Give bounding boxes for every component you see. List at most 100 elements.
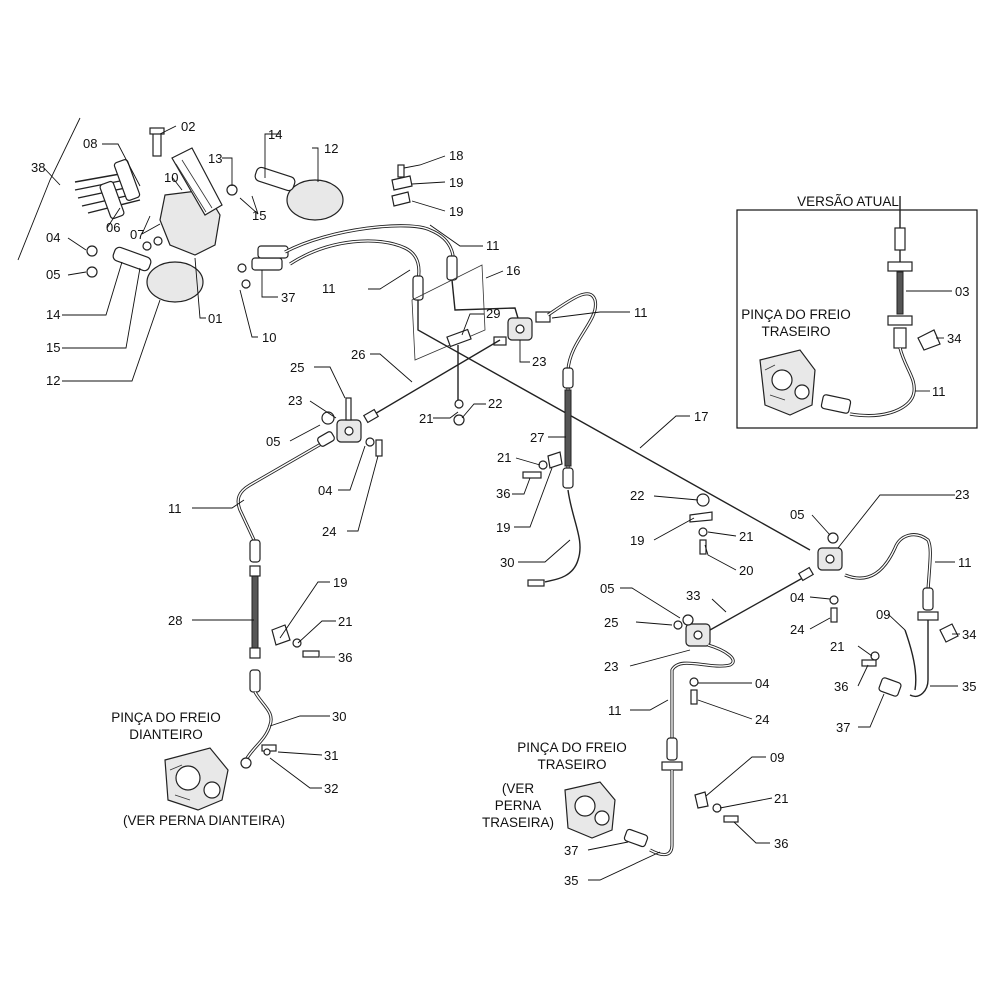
inset-current-version: VERSÃO ATUAL PINÇA DO FREIO TRASEIRO: [736, 194, 978, 429]
callout-23-rear: 23: [604, 659, 618, 674]
callout-09-rear: 09: [770, 750, 784, 765]
callout-21-far-right: 21: [830, 639, 844, 654]
callout-14-top: 14: [268, 127, 282, 142]
inset-rear-caliper-icon: [759, 349, 816, 416]
callout-19-b: 19: [449, 204, 463, 219]
callout-37-rear: 37: [564, 843, 578, 858]
callout-27: 27: [530, 430, 544, 445]
callout-30-center: 30: [500, 555, 514, 570]
callout-16: 16: [506, 263, 520, 278]
pipe-35-rear: [649, 770, 674, 857]
callout-11-rear: 11: [608, 703, 622, 718]
inset-hose-03: [896, 271, 904, 315]
callout-05-right: 05: [790, 507, 804, 522]
pipe-11-front-left: [236, 438, 329, 541]
inset-caliper-label-line2: TRASEIRO: [761, 324, 830, 339]
callout-21-mid: 21: [497, 450, 511, 465]
callout-19-front: 19: [333, 575, 347, 590]
callout-numbers: 02 08 38 13 14 12 10 06 07 04 05 14 15 1…: [31, 119, 976, 888]
callout-25-rear: 25: [604, 615, 618, 630]
callout-11-center: 11: [634, 305, 648, 320]
callout-08: 08: [83, 136, 97, 151]
rear-caliper-note-line3: TRASEIRA): [482, 815, 554, 830]
pipe-30-center: [544, 489, 581, 583]
callout-04-left: 04: [318, 483, 332, 498]
callout-11-inset: 11: [932, 384, 946, 399]
hose-connector-08: [113, 159, 141, 201]
callout-15-bottom: 15: [46, 340, 60, 355]
front-caliper-note: (VER PERNA DIANTEIRA): [123, 813, 285, 828]
callout-01: 01: [208, 311, 222, 326]
bolt-02: [152, 131, 162, 157]
callout-19-mid: 19: [496, 520, 510, 535]
callout-15-top: 15: [252, 208, 266, 223]
inset-caliper-label-line1: PINÇA DO FREIO: [741, 307, 851, 322]
callout-38: 38: [31, 160, 45, 175]
callout-24-right: 24: [790, 622, 804, 637]
callout-11-front: 11: [168, 501, 182, 516]
inset-title: VERSÃO ATUAL: [797, 194, 899, 209]
front-caliper-label-line2: DIANTEIRO: [129, 727, 203, 742]
pipe-33: [709, 574, 809, 631]
callout-32: 32: [324, 781, 338, 796]
callout-07: 07: [130, 227, 144, 242]
callout-34-inset: 34: [947, 331, 961, 346]
callout-36-mid: 36: [496, 486, 510, 501]
rear-caliper-note-line1: (VER: [502, 781, 535, 796]
callout-22-center: 22: [488, 396, 502, 411]
elbow-fitting-14-upper: [254, 166, 296, 192]
callout-22-right: 22: [630, 488, 644, 503]
callout-24-left: 24: [322, 524, 336, 539]
callout-30-front: 30: [332, 709, 346, 724]
rear-caliper-label-line1: PINÇA DO FREIO: [517, 740, 627, 755]
callout-21-center: 21: [419, 411, 433, 426]
callout-23-center: 23: [532, 354, 546, 369]
callout-28: 28: [168, 613, 182, 628]
fitting-37: [251, 257, 283, 271]
brake-lines: [236, 164, 959, 857]
hose-27: [564, 389, 572, 467]
pipe-17: [417, 300, 811, 551]
inset-frame: [736, 209, 978, 429]
rear-caliper-note-line2: PERNA: [495, 798, 542, 813]
inset-bracket-bottom: [887, 315, 913, 326]
callout-21-front: 21: [338, 614, 352, 629]
inset-fitting-bottom: [893, 327, 907, 349]
inset-end-fitting: [820, 394, 852, 414]
nut-05: [86, 266, 98, 278]
fluid-reservoir-12-lower: [146, 261, 204, 303]
callout-14-bottom: 14: [46, 307, 60, 322]
callout-19-right: 19: [630, 533, 644, 548]
callout-13: 13: [208, 151, 222, 166]
callout-36-rear: 36: [774, 836, 788, 851]
inset-clip-34: [917, 329, 941, 351]
callout-20: 20: [739, 563, 753, 578]
inset-fitting-top: [894, 227, 906, 251]
callout-10-bottom: 10: [262, 330, 276, 345]
bracket-38-line: [17, 117, 81, 261]
pipe-26: [367, 339, 501, 419]
pipe-35-right: [909, 620, 929, 697]
callout-11-right: 11: [958, 555, 972, 570]
callout-21-right: 21: [739, 529, 753, 544]
callout-18: 18: [449, 148, 463, 163]
front-caliper-icon: [164, 747, 229, 811]
callout-25-left: 25: [290, 360, 304, 375]
callout-36-far-right: 36: [834, 679, 848, 694]
rear-caliper-label-line2: TRASEIRO: [537, 757, 606, 772]
callout-02: 02: [181, 119, 195, 134]
callout-05-rear: 05: [600, 581, 614, 596]
callout-23-left: 23: [288, 393, 302, 408]
callout-19-a: 19: [449, 175, 463, 190]
callout-03-inset: 03: [955, 284, 969, 299]
callout-29: 29: [486, 306, 500, 321]
callout-21-rear: 21: [774, 791, 788, 806]
rear-caliper-icon: [564, 781, 616, 839]
callout-12-top: 12: [324, 141, 338, 156]
callout-36-front: 36: [338, 650, 352, 665]
callout-05-left: 05: [266, 434, 280, 449]
callout-09-right: 09: [876, 607, 890, 622]
callout-11-left-upper: 11: [322, 281, 336, 296]
callout-33: 33: [686, 588, 700, 603]
